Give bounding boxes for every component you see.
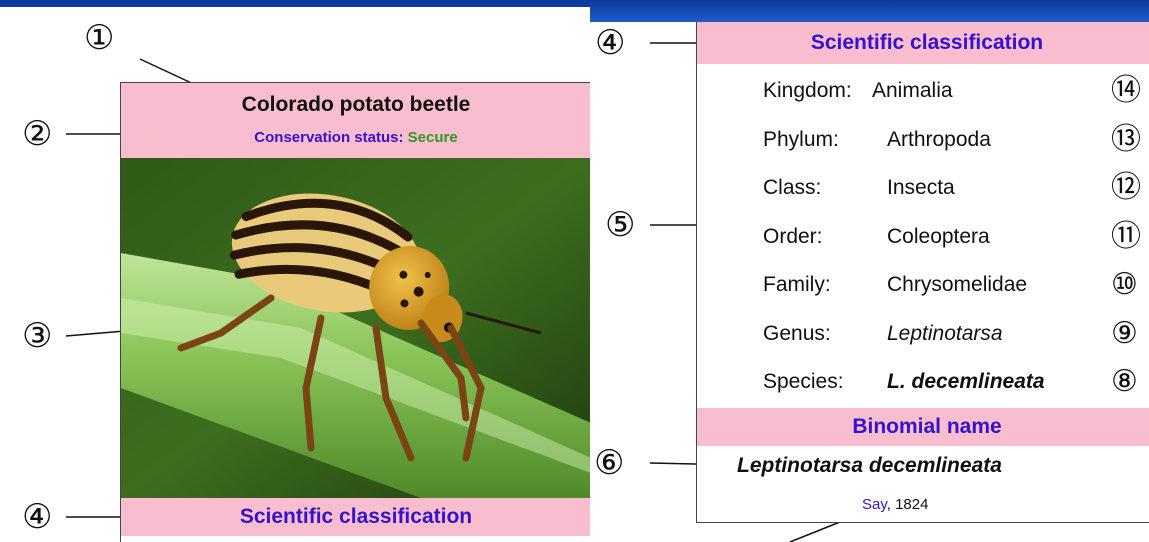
rank-value-genus[interactable]: Leptinotarsa — [887, 322, 1003, 346]
species-title: Colorado potato beetle — [121, 91, 590, 119]
rank-label: Kingdom: — [763, 79, 873, 103]
rank-value-class[interactable]: Insecta — [887, 176, 955, 200]
rank-number-order: ⑪ — [1111, 220, 1141, 254]
callout-6: ⑥ — [594, 446, 624, 480]
rank-label-family: Family: — [763, 273, 831, 297]
authority-name[interactable]: Say — [862, 496, 887, 513]
sci-class-header-left: Scientific classification — [121, 498, 590, 536]
sci-class-header-right-label[interactable]: Scientific classification — [811, 31, 1043, 55]
conservation-value[interactable]: Secure — [408, 129, 458, 146]
rank-value-phylum[interactable]: Arthropoda — [887, 128, 991, 152]
rank-value-species: L. decemlineata — [887, 370, 1045, 394]
rank-label-class: Class: — [763, 176, 821, 200]
rank-number-genus: ⑨ — [1111, 317, 1138, 351]
rank-value-family[interactable]: Chrysomelidae — [887, 273, 1027, 297]
rank-number-family: ⑩ — [1111, 268, 1138, 302]
infobox-right: Scientific classification Kingdom: Anima… — [696, 22, 1149, 523]
authority: Say, 1824 — [862, 496, 928, 513]
rank-label-species: Species: — [763, 370, 844, 394]
callout-4-right: ④ — [595, 26, 625, 60]
callout-4-left: ④ — [22, 500, 52, 534]
authority-year: , 1824 — [887, 496, 929, 513]
rank-label-order: Order: — [763, 225, 823, 249]
rank-number-class: ⑫ — [1111, 171, 1141, 205]
top-band — [590, 0, 1149, 22]
rank-value-kingdom[interactable]: Animalia — [872, 79, 953, 103]
rank-value-order[interactable]: Coleoptera — [887, 225, 990, 249]
callout-2: ② — [22, 117, 52, 151]
binomial-header: Binomial name — [697, 408, 1149, 446]
rank-label-genus: Genus: — [763, 322, 831, 346]
rank-number-kingdom: ⑭ — [1111, 74, 1141, 108]
rank-number-species: ⑧ — [1111, 365, 1138, 399]
right-panel: ④ ⑤ ⑥ Scientific classification Kingdom:… — [590, 22, 1149, 542]
infobox-left: Colorado potato beetle Conservation stat… — [120, 82, 590, 542]
left-panel: ① ② ③ ④ Colorado potato beetle Conservat… — [0, 7, 590, 542]
infobox-header: Colorado potato beetle Conservation stat… — [121, 83, 590, 158]
rank-label-phylum: Phylum: — [763, 128, 839, 152]
binomial-header-label[interactable]: Binomial name — [852, 415, 1001, 439]
beetle-photo — [121, 158, 590, 498]
sci-class-header-right: Scientific classification — [697, 22, 1149, 64]
binomial-name: Leptinotarsa decemlineata — [737, 454, 1002, 478]
conservation-label[interactable]: Conservation status: — [254, 129, 403, 146]
conservation-status: Conservation status: Secure — [121, 127, 590, 147]
rank-number-phylum: ⑬ — [1111, 123, 1141, 157]
callout-3: ③ — [22, 319, 52, 353]
sci-class-header-left-label[interactable]: Scientific classification — [240, 505, 472, 529]
callout-5: ⑤ — [605, 208, 635, 242]
